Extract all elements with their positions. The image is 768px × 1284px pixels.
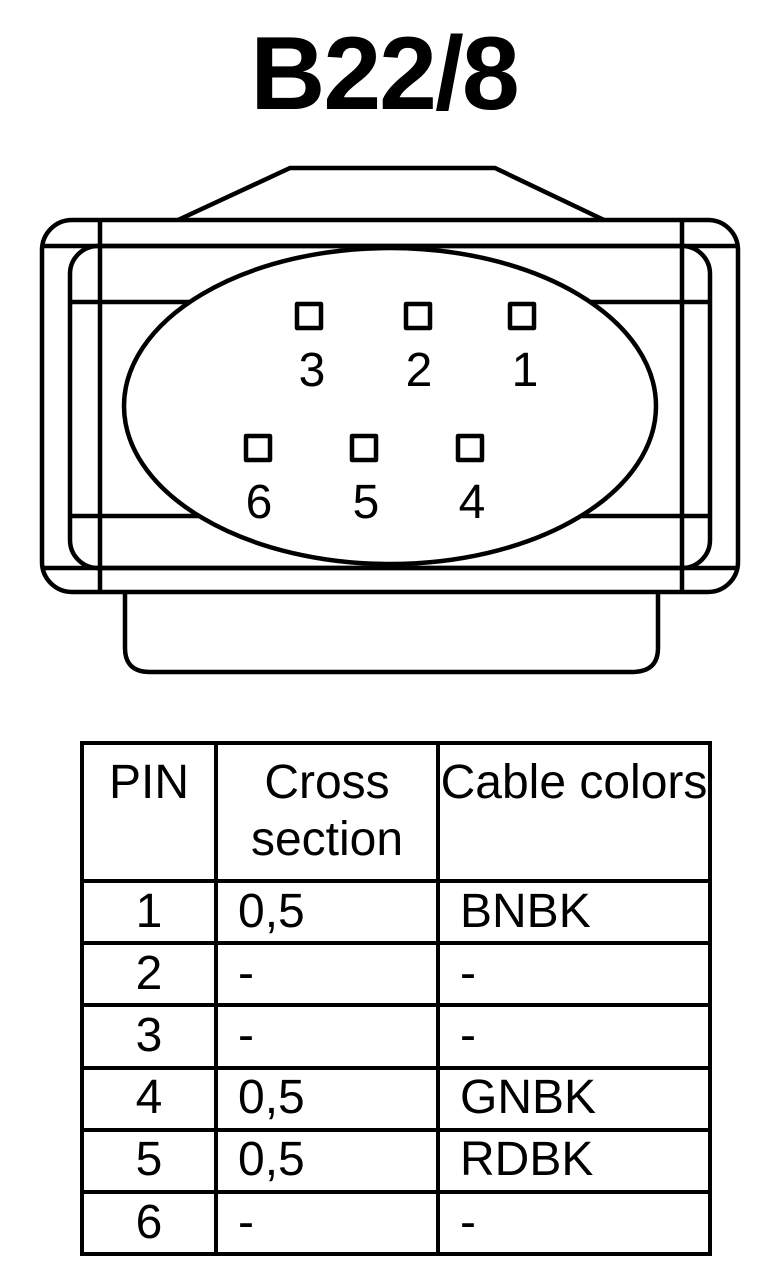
- pin-1-contact: [507, 301, 537, 331]
- pin-label-3: 3: [299, 344, 326, 397]
- cell-pin: 1: [80, 879, 218, 946]
- cell-cable-color: RDBK: [436, 1127, 712, 1194]
- cell-cable-color: -: [436, 941, 712, 1008]
- cell-cross-section: 0,5: [214, 1065, 440, 1132]
- cell-cable-color: GNBK: [436, 1065, 712, 1132]
- connector-lower-skirt: [122, 592, 661, 675]
- cell-cable-color: -: [436, 1003, 712, 1070]
- cell-cross-section: -: [214, 1003, 440, 1070]
- pin-5-contact: [349, 433, 379, 463]
- pin-label-1: 1: [512, 344, 539, 397]
- pin-2-contact: [403, 301, 433, 331]
- table-row: 1 0,5 BNBK: [80, 879, 712, 946]
- pin-assignment-table: PIN Cross section Cable colors 1 0,5 BNB…: [80, 740, 712, 1257]
- connector-outer-housing: [39, 217, 741, 595]
- table-header-row: PIN Cross section Cable colors: [80, 740, 712, 884]
- connector-key-bump: [177, 165, 605, 223]
- pin-label-2: 2: [406, 344, 433, 397]
- cell-cable-color: -: [436, 1189, 712, 1257]
- cell-pin: 2: [80, 941, 218, 1008]
- header-cross-section: Cross section: [214, 740, 440, 884]
- cell-cable-color: BNBK: [436, 879, 712, 946]
- pin-label-6: 6: [246, 476, 273, 529]
- pin-6-contact: [243, 433, 273, 463]
- pin-3-contact: [294, 301, 324, 331]
- header-pin: PIN: [80, 740, 218, 884]
- connector-face-oval: [121, 245, 659, 567]
- cell-cross-section: -: [214, 941, 440, 1008]
- cell-pin: 5: [80, 1127, 218, 1194]
- header-cable-colors: Cable colors: [436, 740, 712, 884]
- table-row: 2 - -: [80, 941, 712, 1008]
- connector-title: B22/8: [250, 16, 520, 132]
- table-row: 4 0,5 GNBK: [80, 1065, 712, 1132]
- connector-drawing: 3 2 1 6 5 4: [39, 165, 741, 675]
- cell-cross-section: 0,5: [214, 879, 440, 946]
- table-row: 5 0,5 RDBK: [80, 1127, 712, 1194]
- cell-pin: 3: [80, 1003, 218, 1070]
- cell-cross-section: 0,5: [214, 1127, 440, 1194]
- cell-pin: 6: [80, 1189, 218, 1257]
- table-row: 6 - -: [80, 1189, 712, 1257]
- pin-label-5: 5: [353, 476, 380, 529]
- table-row: 3 - -: [80, 1003, 712, 1070]
- pin-label-4: 4: [459, 476, 486, 529]
- cell-cross-section: -: [214, 1189, 440, 1257]
- pin-4-contact: [455, 433, 485, 463]
- cell-pin: 4: [80, 1065, 218, 1132]
